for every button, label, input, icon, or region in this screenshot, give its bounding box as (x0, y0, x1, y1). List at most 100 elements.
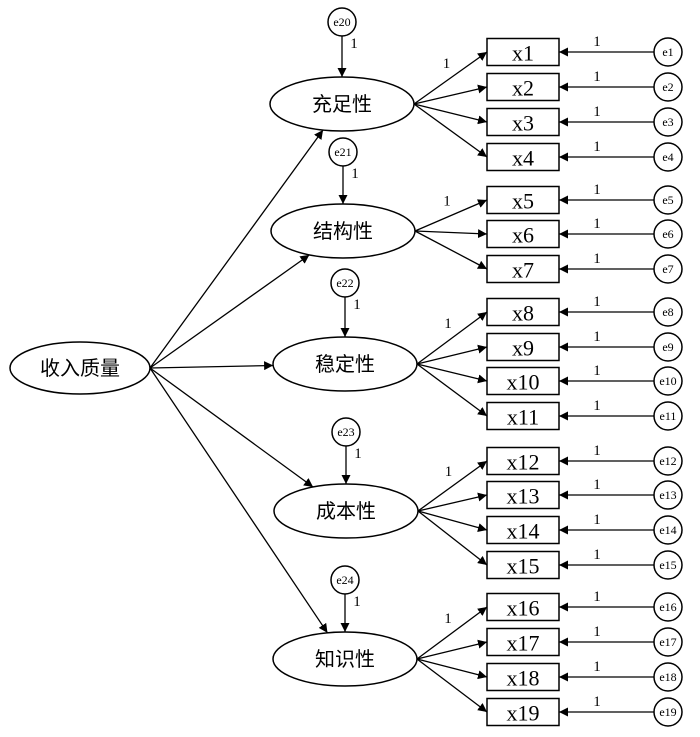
error-circle-e3 (653, 107, 683, 137)
indicator-box-x13 (486, 480, 560, 510)
indicator-box-x14 (486, 515, 560, 545)
loading-arrow-x1 (413, 51, 488, 105)
error-label: e14 (659, 523, 676, 537)
indicator-box-x6 (486, 219, 560, 249)
indicator-box-x9 (486, 332, 560, 362)
error-label: e7 (662, 262, 673, 276)
indicator-box-x3 (486, 107, 560, 137)
loading-arrow-x11 (416, 363, 488, 417)
error-label: e20 (333, 15, 350, 29)
indicator-label: x5 (512, 189, 534, 214)
error-label: e2 (662, 80, 673, 94)
path-arrow-F3 (149, 361, 274, 371)
error-circle-e8 (653, 297, 683, 327)
loading-label: 1 (443, 194, 451, 210)
indicator-label: x13 (507, 484, 540, 509)
weight-label: 1 (354, 446, 362, 462)
indicator-box-x15 (486, 550, 560, 580)
weight-label: 1 (593, 443, 601, 459)
loading-arrow-x17 (416, 639, 488, 660)
latent-factor-F1 (269, 76, 415, 132)
latent-factor-F5 (272, 631, 418, 687)
indicator-label: x15 (507, 554, 540, 579)
error-label: e9 (662, 340, 673, 354)
error-label: e11 (660, 409, 677, 423)
error-label: e15 (659, 558, 676, 572)
error-circle-e7 (653, 254, 683, 284)
indicator-box-x18 (486, 662, 560, 692)
error-circle-e22 (330, 268, 360, 298)
latent-factor-F4 (273, 483, 419, 539)
loading-arrow-x2 (413, 84, 488, 105)
indicator-label: x12 (507, 450, 540, 475)
latent-factor-income-quality (9, 341, 151, 395)
indicator-label: x14 (507, 519, 540, 544)
loading-arrow-x10 (416, 363, 488, 384)
latent-label: 结构性 (313, 219, 373, 243)
error-label: e4 (662, 150, 673, 164)
indicator-box-x5 (486, 185, 560, 215)
loading-arrow-x15 (417, 510, 488, 566)
indicator-label: x3 (512, 111, 534, 136)
weight-label: 1 (593, 512, 601, 528)
nodes-layer (9, 7, 683, 727)
indicator-label: x18 (507, 666, 540, 691)
error-circle-e13 (653, 480, 683, 510)
latent-label: 充足性 (312, 92, 372, 116)
error-circle-e18 (653, 662, 683, 692)
indicator-label: x9 (512, 336, 534, 361)
error-circle-e20 (327, 7, 357, 37)
indicator-box-x19 (486, 697, 560, 727)
error-label: e1 (662, 45, 673, 59)
error-label: e17 (659, 635, 676, 649)
loading-arrow-x4 (413, 103, 488, 158)
error-label: e10 (659, 374, 676, 388)
path-arrow-F4 (149, 367, 314, 488)
error-label: e22 (336, 276, 353, 290)
loading-arrow-x8 (416, 311, 488, 365)
indicator-label: x6 (512, 223, 534, 248)
indicator-label: x4 (512, 146, 534, 171)
error-label: e19 (659, 705, 676, 719)
error-circle-e19 (653, 697, 683, 727)
error-circle-e4 (653, 142, 683, 172)
indicator-label: x10 (507, 370, 540, 395)
indicator-label: x16 (507, 596, 540, 621)
error-circle-e16 (653, 592, 683, 622)
error-circle-e1 (653, 37, 683, 67)
weight-label: 1 (593, 182, 601, 198)
indicator-label: x19 (507, 701, 540, 726)
error-label: e18 (659, 670, 676, 684)
error-label: e24 (336, 573, 353, 587)
loading-arrow-x12 (417, 460, 488, 512)
error-circle-e11 (653, 401, 683, 431)
error-circle-e21 (328, 137, 358, 167)
indicator-box-x12 (486, 446, 560, 476)
weight-label: 1 (353, 594, 361, 610)
indicator-box-x11 (486, 401, 560, 431)
indicator-box-x7 (486, 254, 560, 284)
weight-label: 1 (593, 329, 601, 345)
loading-arrow-x9 (416, 344, 488, 365)
loading-arrow-x3 (413, 103, 488, 125)
loading-label: 1 (445, 464, 453, 480)
indicator-box-x4 (486, 142, 560, 172)
weight-label: 1 (593, 363, 601, 379)
error-circle-e14 (653, 515, 683, 545)
loading-arrow-x18 (416, 658, 488, 680)
loading-label: 1 (444, 611, 452, 627)
weight-label: 1 (593, 659, 601, 675)
loading-arrow-x7 (414, 230, 488, 270)
indicator-label: x17 (507, 631, 540, 656)
error-circle-e6 (653, 219, 683, 249)
weight-label: 1 (593, 589, 601, 605)
error-circle-e9 (653, 332, 683, 362)
loading-arrow-x13 (417, 492, 488, 512)
weight-label: 1 (593, 547, 601, 563)
loading-arrow-x16 (416, 606, 488, 660)
error-label: e16 (659, 600, 676, 614)
loading-arrow-x14 (417, 510, 488, 532)
latent-label: 成本性 (316, 499, 376, 523)
